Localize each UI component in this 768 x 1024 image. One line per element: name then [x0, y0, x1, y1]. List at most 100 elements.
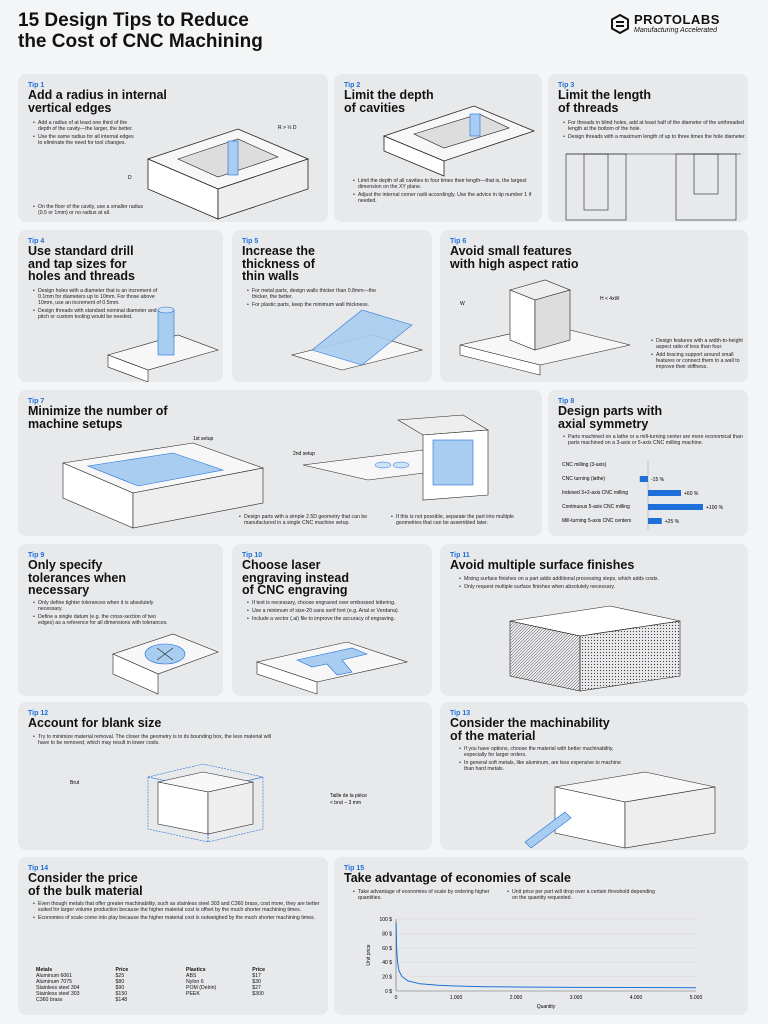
tip-bullets-right: If this is not possible, separate the pa…	[390, 514, 536, 528]
y-tick-label: 100 $	[379, 917, 392, 923]
tolerance-illustration	[112, 633, 219, 695]
thin-wall-illustration	[290, 309, 424, 371]
surface-finish-illustration	[509, 605, 681, 692]
bar-value-label: +60 %	[684, 491, 699, 497]
tip-bullets: Design holes with a diameter that is an …	[32, 288, 163, 322]
y-tick-label: 20 $	[382, 975, 392, 981]
tip-number: Tip 15	[344, 865, 365, 872]
bar-value-label: +100 %	[706, 505, 724, 511]
blank-label: Brut	[70, 780, 80, 786]
y-tick-label: 0 $	[385, 989, 392, 995]
machinability-illustration	[524, 771, 716, 849]
bar	[648, 504, 703, 510]
protolabs-logo-icon	[611, 13, 629, 35]
protolabs-logo: PROTOLABS Manufacturing Accelerated	[610, 12, 760, 38]
x-tick-label: 4.000	[630, 995, 643, 1001]
height-label: H < 4xW	[600, 296, 620, 302]
tip-card-15: Tip 15 Take advantage of economies of sc…	[334, 857, 748, 1015]
tip-bullets: For threads in blind holes, add at least…	[562, 120, 748, 142]
tip-number: Tip 1	[28, 82, 45, 89]
tip-bullets: Parts machined on a lathe or a mill-turn…	[562, 434, 748, 448]
tip-bullets: If you have options, choose the material…	[458, 746, 624, 774]
x-axis-label: Quantity	[537, 1004, 556, 1010]
tip-number: Tip 4	[28, 238, 45, 245]
tip-number: Tip 6	[450, 238, 467, 245]
part-size-label: Taille de la pièce	[330, 793, 367, 799]
tip-heading: Account for blank size	[28, 716, 162, 730]
tip-heading: Avoid multiple surface finishes	[450, 558, 635, 572]
tip-number: Tip 7	[28, 398, 45, 405]
table-row: ABS$17	[186, 973, 261, 979]
aspect-ratio-illustration: H < 4xW W	[459, 279, 631, 376]
thread-length-illustration	[565, 153, 741, 221]
tip-bullets-left: Take advantage of economies of scale by …	[352, 889, 503, 903]
y-tick-label: 80 $	[382, 931, 392, 937]
tip-card-12: Tip 12 Account for blank size Try to min…	[18, 702, 432, 850]
tip-bullets: If text is necessary, choose engraved ov…	[246, 600, 412, 624]
tip-heading: Take advantage of economies of scale	[344, 871, 571, 885]
cavity-radius-illustration: R > ⅓ D D	[128, 125, 310, 220]
bar-value-label: -15 %	[651, 477, 665, 483]
tip-card-11: Tip 11 Avoid multiple surface finishes M…	[440, 544, 748, 696]
tip-bullets: Try to minimize material removal. The cl…	[32, 734, 278, 748]
table-row: Aluminum 6061$25	[36, 973, 125, 979]
tip-number: Tip 10	[242, 552, 263, 559]
table-row: Stainless steel 304$90	[36, 985, 125, 991]
bar-category-label: Continuous 5-axis CNC milling	[562, 504, 630, 510]
cavity-depth-illustration	[382, 105, 536, 177]
table-row: POM (Delrin)$27	[186, 985, 261, 991]
y-axis-label: Unit price	[366, 944, 372, 965]
first-setup-illustration: 1st setup	[61, 436, 265, 529]
bar-category-label: Indexed 3+2-axis CNC milling	[562, 490, 628, 496]
x-tick-label: 2.000	[510, 995, 523, 1001]
bar-category-label: CNC milling (3-axis)	[562, 462, 607, 468]
tip-bullets: Design features with a width-to-height a…	[650, 338, 748, 372]
table-row: Aluminum 7075$80	[36, 979, 125, 985]
blank-size-illustration: Brut Taille de la pièce < brut – 3 mm	[70, 763, 367, 843]
tip-number: Tip 5	[242, 238, 259, 245]
tip-bullets: Only define tighter tolerances when it i…	[32, 600, 168, 628]
radius-label: R > ⅓ D	[278, 125, 297, 131]
first-setup-label: 1st setup	[193, 436, 214, 442]
bar	[648, 518, 662, 524]
second-setup-illustration: 2nd setup	[293, 414, 489, 501]
part-size-value: < brut – 3 mm	[330, 800, 361, 806]
tip-bullets-right: Unit price per part will drop over a cer…	[506, 889, 657, 903]
table-row: PEEK$300	[186, 991, 264, 997]
tip-bullets: Mixing surface finishes on a part adds a…	[458, 576, 684, 592]
drill-hole-illustration	[107, 306, 219, 382]
x-tick-label: 3.000	[570, 995, 583, 1001]
tip-number: Tip 12	[28, 710, 49, 717]
brand-name: PROTOLABS	[634, 12, 720, 27]
tip-bullets-bottom: On the floor of the cavity, use a smalle…	[32, 204, 148, 218]
y-tick-label: 40 $	[382, 960, 392, 966]
y-tick-label: 60 $	[382, 946, 392, 952]
bar	[648, 490, 681, 496]
brand-tagline: Manufacturing Accelerated	[634, 27, 718, 34]
x-tick-label: 1.000	[450, 995, 463, 1001]
bar-category-label: Mill-turning 5-axis CNC centers	[562, 518, 632, 524]
